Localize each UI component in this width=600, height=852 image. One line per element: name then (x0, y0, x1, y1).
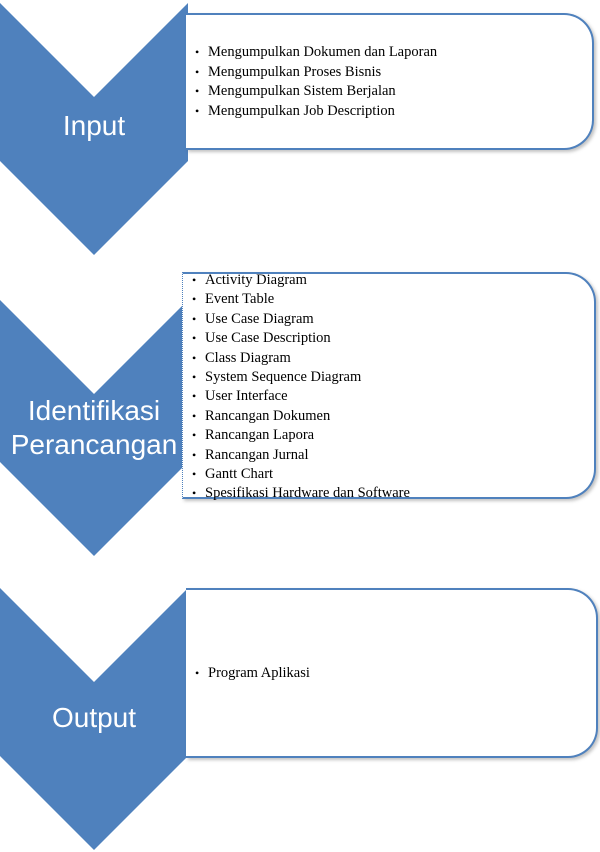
list-item: User Interface (192, 387, 410, 407)
list-item: Program Aplikasi (195, 664, 310, 684)
identifikasi-perancangan-label: Identifikasi Perancangan (0, 394, 188, 462)
input-list: Mengumpulkan Dokumen dan Laporan Mengump… (195, 43, 437, 121)
output-label: Output (51, 702, 137, 733)
list-item: Class Diagram (192, 349, 410, 369)
list-item: Event Table (192, 290, 410, 310)
label-line-2: Perancangan (10, 429, 178, 460)
list-item: Rancangan Dokumen (192, 407, 410, 427)
input-chevron (0, 3, 188, 255)
identifikasi-perancangan-list: Activity Diagram Event Table Use Case Di… (192, 271, 410, 504)
output-chevron (0, 588, 188, 850)
identifikasi-perancangan-chevron (0, 300, 188, 556)
list-item: Rancangan Lapora (192, 426, 410, 446)
list-item: Mengumpulkan Sistem Berjalan (195, 82, 437, 102)
list-item: Rancangan Jurnal (192, 446, 410, 466)
list-item: Mengumpulkan Job Description (195, 102, 437, 122)
list-item: System Sequence Diagram (192, 368, 410, 388)
list-item: Mengumpulkan Proses Bisnis (195, 63, 437, 83)
list-item: Use Case Description (192, 329, 410, 349)
list-item: Use Case Diagram (192, 310, 410, 330)
output-list: Program Aplikasi (195, 664, 310, 684)
list-item: Gantt Chart (192, 465, 410, 485)
list-item: Mengumpulkan Dokumen dan Laporan (195, 43, 437, 63)
input-label: Input (62, 110, 126, 141)
list-item: Activity Diagram (192, 271, 410, 291)
label-line-1: Identifikasi (27, 395, 161, 426)
list-item: Spesifikasi Hardware dan Software (192, 484, 410, 504)
